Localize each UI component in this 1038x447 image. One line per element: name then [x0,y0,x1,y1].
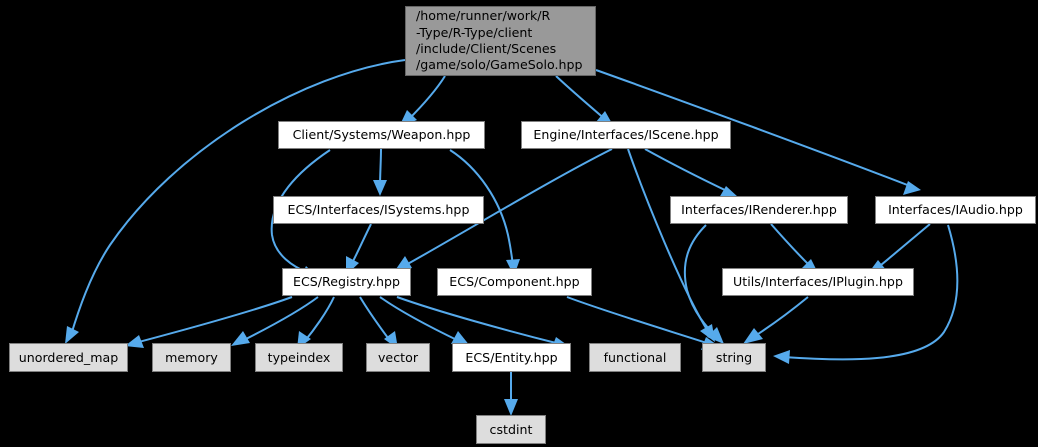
node-string[interactable]: string [702,343,766,372]
node-interfaces-irenderer[interactable]: Interfaces/IRenderer.hpp [670,196,848,224]
node-vector[interactable]: vector [366,343,430,372]
edge-iaudio-to-string [773,224,959,364]
edge-root-to-weapon [399,75,446,127]
edge-registry-to-entity [379,296,470,346]
node-engine-interfaces-iscene[interactable]: Engine/Interfaces/IScene.hpp [521,121,731,149]
node-functional[interactable]: functional [589,343,681,372]
node-client-systems-weapon[interactable]: Client/Systems/Weapon.hpp [278,121,485,149]
node-ecs-component[interactable]: ECS/Component.hpp [437,268,592,296]
edge-weapon-to-isystems [373,148,387,196]
node-root-gamesolo[interactable]: /home/runner/work/R -Type/R-Type/client … [405,6,596,76]
node-utils-interfaces-iplugin[interactable]: Utils/Interfaces/IPlugin.hpp [722,268,914,296]
node-ecs-interfaces-isystems[interactable]: ECS/Interfaces/ISystems.hpp [273,196,484,224]
node-typeindex[interactable]: typeindex [255,343,343,372]
edge-registry-to-memory [231,296,319,346]
edge-root-to-unordered_map [65,59,406,344]
edge-iscene-to-irenderer [644,148,738,198]
edge-registry-to-unordered_map [125,296,293,348]
node-ecs-entity[interactable]: ECS/Entity.hpp [452,343,571,372]
edge-entity-to-cstdint [504,372,518,416]
edge-weapon-to-component [449,149,520,276]
node-interfaces-iaudio[interactable]: Interfaces/IAudio.hpp [875,196,1036,224]
node-cstdint[interactable]: cstdint [476,415,546,444]
node-unordered-map[interactable]: unordered_map [9,343,128,372]
node-memory[interactable]: memory [152,343,231,372]
edge-iplugin-to-string [743,296,809,344]
edge-root-to-iscene [555,75,614,127]
edge-root-to-iaudio [595,69,921,195]
edge-irenderer-to-string [683,224,724,344]
edge-registry-to-typeindex [297,296,335,349]
node-ecs-registry[interactable]: ECS/Registry.hpp [282,268,411,296]
